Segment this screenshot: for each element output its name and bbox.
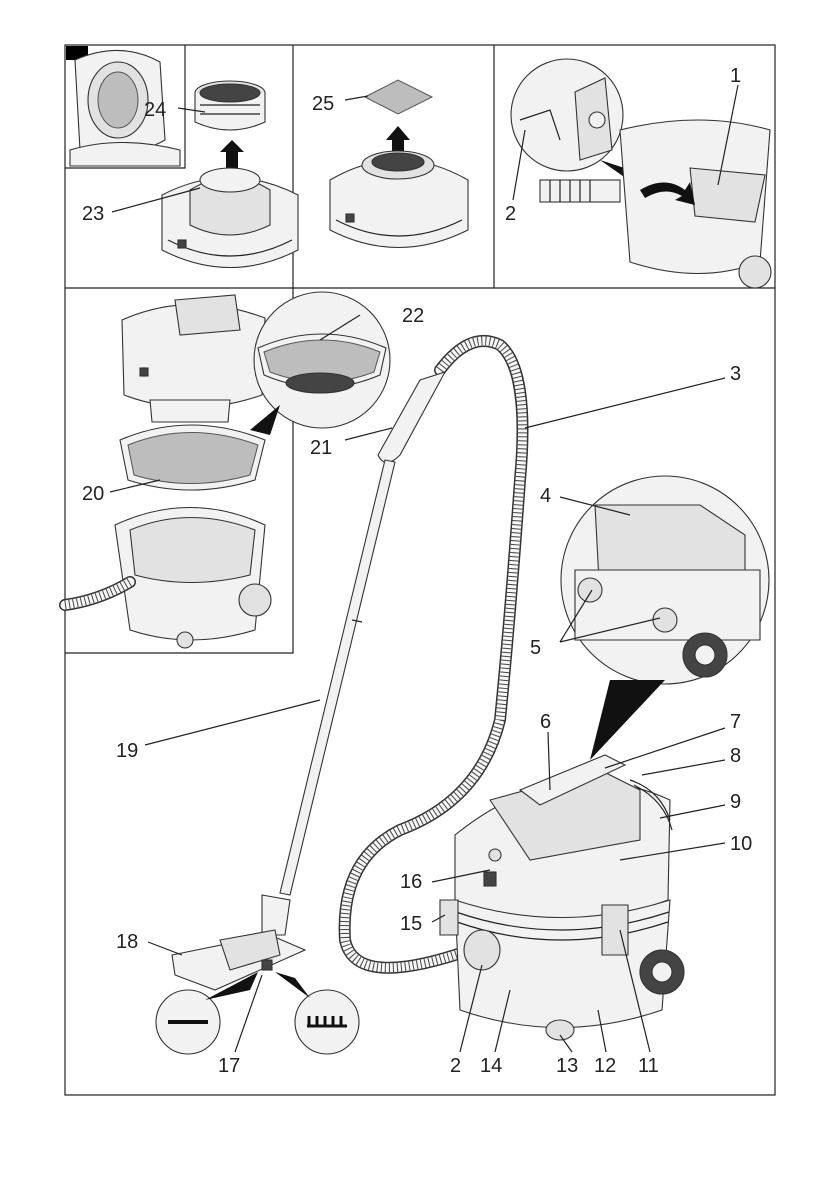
label-21: 21 xyxy=(310,437,332,459)
label-17: 17 xyxy=(218,1055,240,1077)
label-20: 20 xyxy=(82,483,104,505)
label-1: 1 xyxy=(730,65,741,87)
label-12: 12 xyxy=(594,1055,616,1077)
label-4: 4 xyxy=(540,485,551,507)
label-18: 18 xyxy=(116,931,138,953)
label-16: 16 xyxy=(400,871,422,893)
panel-flat-filter xyxy=(330,80,468,248)
label-8: 8 xyxy=(730,745,741,767)
inset-detail-top-left xyxy=(65,45,185,168)
motor-head-lifted xyxy=(122,295,265,422)
motor-head-open xyxy=(162,168,298,268)
panel-dust-bag xyxy=(511,59,771,288)
label-14: 14 xyxy=(480,1055,502,1077)
label-3: 3 xyxy=(730,363,741,385)
label-6: 6 xyxy=(540,711,551,733)
label-10: 10 xyxy=(730,833,752,855)
filter-cartridge xyxy=(195,81,265,130)
label-11: 11 xyxy=(638,1055,659,1077)
container-open xyxy=(65,508,271,649)
vacuum-body xyxy=(440,755,684,1040)
label-5: 5 xyxy=(530,637,541,659)
label-2-bag: 2 xyxy=(505,203,516,225)
label-22: 22 xyxy=(402,305,424,327)
label-7: 7 xyxy=(730,711,741,733)
panel-filter-removal xyxy=(65,45,298,268)
label-15: 15 xyxy=(400,913,422,935)
hose-handle xyxy=(378,372,445,463)
label-24: 24 xyxy=(144,99,166,121)
suction-wand xyxy=(280,460,395,895)
nozzle-mode-carpet xyxy=(275,972,359,1054)
label-13: 13 xyxy=(556,1055,578,1077)
label-9: 9 xyxy=(730,791,741,813)
motor-head-flat-filter xyxy=(330,151,468,248)
label-19: 19 xyxy=(116,740,138,762)
panel-filter-basket xyxy=(65,292,390,648)
filter-tray xyxy=(120,425,265,490)
flat-pleated-filter xyxy=(365,80,432,114)
label-25: 25 xyxy=(312,93,334,115)
lift-arrow-icon xyxy=(220,140,244,168)
label-23: 23 xyxy=(82,203,104,225)
label-2-inlet: 2 xyxy=(450,1055,461,1077)
